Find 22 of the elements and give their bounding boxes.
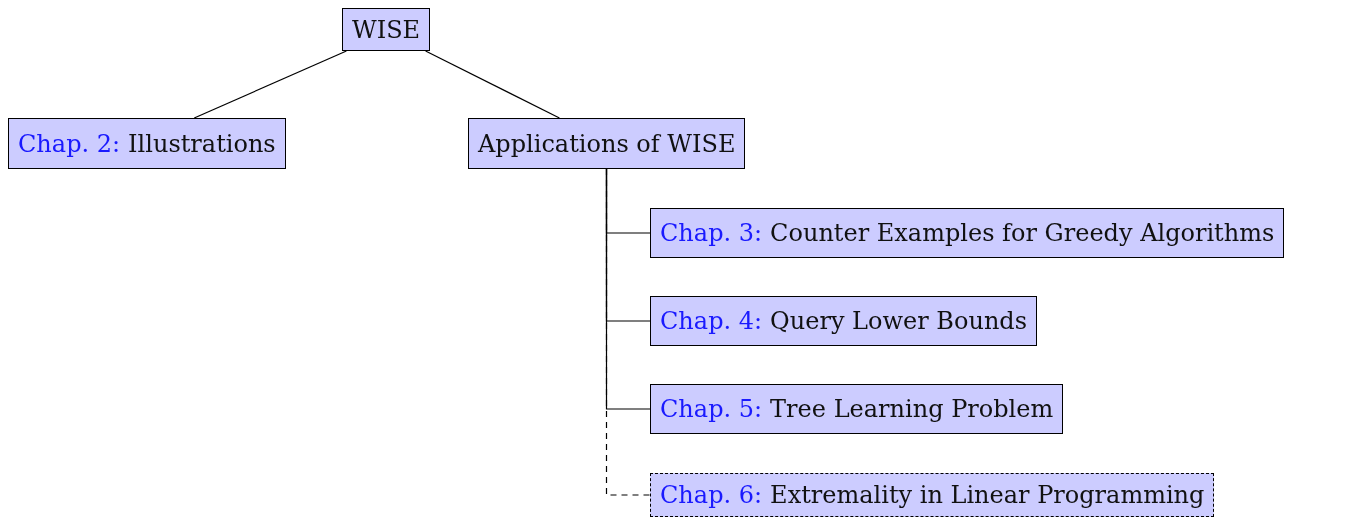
chapter-title: Applications of WISE bbox=[478, 129, 736, 158]
chapter-title: Tree Learning Problem bbox=[770, 395, 1054, 423]
chapter-number: Chap. 5: bbox=[660, 395, 763, 423]
chapter-title: Illustrations bbox=[128, 129, 276, 158]
chapter-number: Chap. 3: bbox=[660, 219, 763, 247]
chapter-title: WISE bbox=[352, 15, 421, 44]
chapter-title: Extremality in Linear Programming bbox=[770, 481, 1205, 509]
chapter-number: Chap. 4: bbox=[660, 307, 763, 335]
chapter-title: Query Lower Bounds bbox=[770, 307, 1028, 335]
connector-line bbox=[193, 50, 347, 119]
chapter-number: Chap. 2: bbox=[18, 129, 121, 158]
chapter-box bbox=[650, 296, 1038, 346]
chapter-box bbox=[650, 208, 1285, 258]
chapter-title: Counter Examples for Greedy Algorithms bbox=[770, 219, 1275, 247]
connector-line bbox=[605, 168, 651, 496]
chapter-number: Chap. 6: bbox=[660, 481, 763, 509]
chapter-box bbox=[342, 8, 431, 51]
chapter-box bbox=[468, 118, 746, 169]
chapter-box bbox=[650, 384, 1064, 434]
chapter-box bbox=[8, 118, 286, 169]
chapter-box bbox=[650, 473, 1215, 517]
connector-line bbox=[425, 50, 560, 119]
